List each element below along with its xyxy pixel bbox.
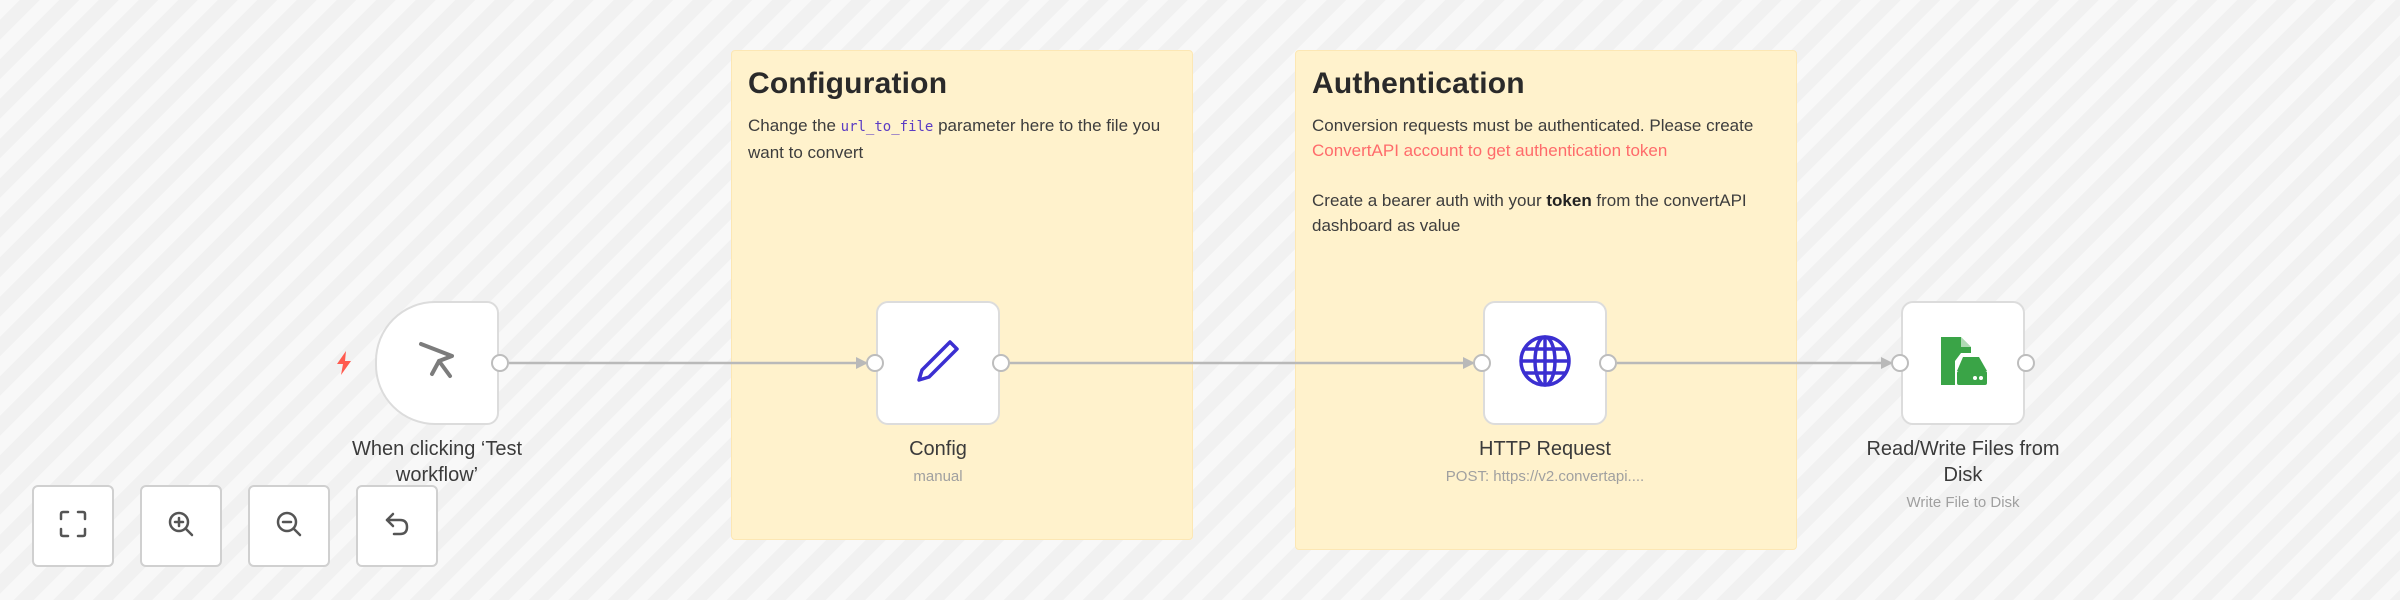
zoom-in-button[interactable]: [140, 485, 222, 567]
input-handle[interactable]: [1891, 354, 1909, 372]
node-title: Read/Write Files from Disk: [1866, 438, 2060, 486]
canvas-controls: [32, 485, 438, 567]
fit-view-button[interactable]: [32, 485, 114, 567]
node-read-write-files[interactable]: [1901, 301, 2025, 425]
node-config[interactable]: [876, 301, 1000, 425]
zoom-out-icon: [274, 509, 304, 544]
output-handle[interactable]: [1599, 354, 1617, 372]
pencil-icon: [910, 333, 966, 394]
node-title: Config: [909, 438, 967, 460]
sticky-text: Conversion requests must be authenticate…: [1312, 116, 1754, 135]
undo-icon: [382, 509, 412, 544]
sticky-title: Configuration: [748, 67, 948, 100]
input-handle[interactable]: [866, 354, 884, 372]
output-handle[interactable]: [2017, 354, 2035, 372]
node-subtitle: POST: https://v2.convertapi....: [1445, 468, 1645, 485]
sticky-text: Create a bearer auth with your token fro…: [1312, 188, 1780, 238]
convertapi-account-link[interactable]: ConvertAPI account to get authentication…: [1312, 141, 1668, 160]
sticky-note-configuration[interactable]: Configuration Change the url_to_file par…: [731, 50, 1193, 540]
output-handle[interactable]: [992, 354, 1010, 372]
node-subtitle: Write File to Disk: [1906, 494, 2020, 511]
sticky-note-authentication[interactable]: Authentication Conversion requests must …: [1295, 50, 1797, 550]
node-title: HTTP Request: [1479, 438, 1611, 460]
zoom-in-icon: [166, 509, 196, 544]
sticky-text-part: parameter here to the file you want to c…: [748, 116, 1161, 162]
reset-zoom-button[interactable]: [356, 485, 438, 567]
file-disk-icon: [1935, 333, 1991, 394]
output-handle[interactable]: [491, 354, 509, 372]
globe-icon: [1517, 333, 1573, 394]
sticky-text: Change the url_to_file parameter here to…: [748, 113, 1176, 165]
node-http-request[interactable]: [1483, 301, 1607, 425]
sticky-text-part: Create a bearer auth with your: [1312, 191, 1547, 210]
bold-token: token: [1546, 191, 1592, 210]
cursor-icon: [412, 336, 462, 391]
node-subtitle: manual: [913, 468, 963, 485]
sticky-text-part: from the convertAPI dashboard as value: [1312, 191, 1747, 235]
fit-view-icon: [58, 509, 88, 544]
sticky-text-part: Change the: [748, 116, 841, 135]
zoom-out-button[interactable]: [248, 485, 330, 567]
node-title: When clicking ‘Test workflow’: [351, 438, 523, 486]
sticky-title: Authentication: [1312, 67, 1525, 100]
node-manual-trigger[interactable]: [375, 301, 499, 425]
trigger-bolt-icon: [334, 350, 354, 376]
inline-code: url_to_file: [840, 119, 934, 135]
input-handle[interactable]: [1473, 354, 1491, 372]
